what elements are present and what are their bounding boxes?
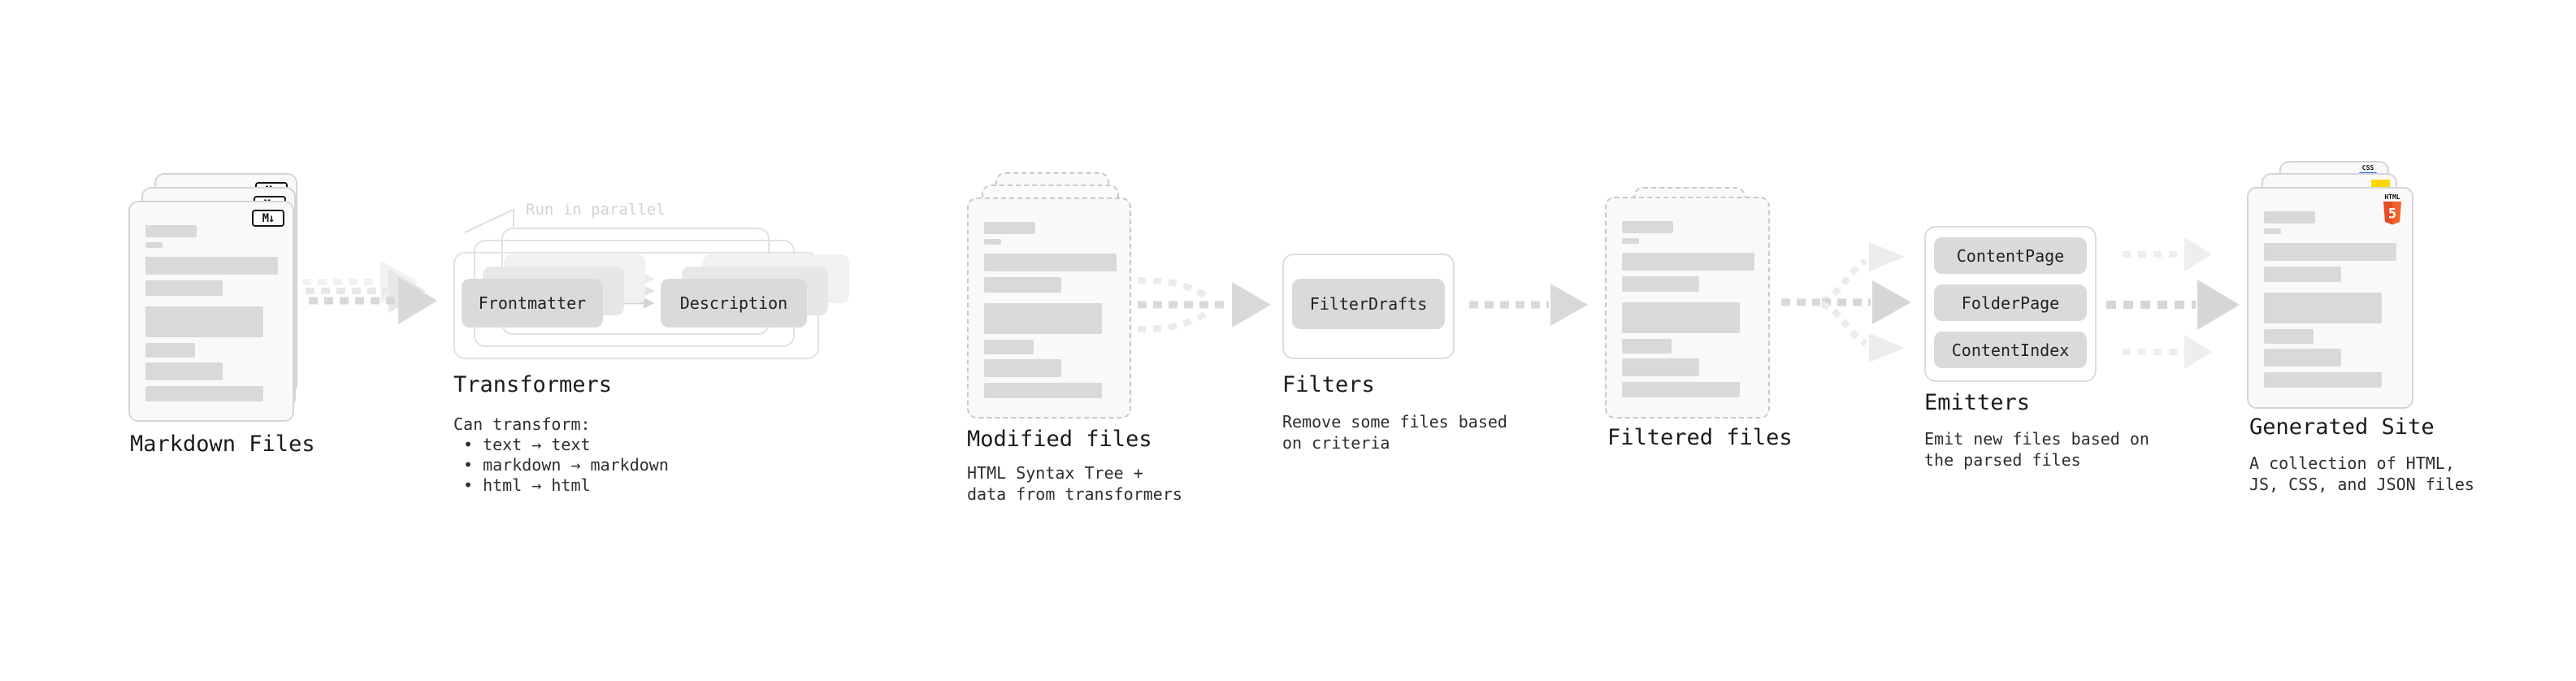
arrow-filters-to-filtered — [1469, 284, 1588, 326]
run-in-parallel-callout-line — [464, 208, 514, 233]
parallel-mini-arrows — [611, 273, 655, 309]
arrow-emitters-to-generated — [2106, 237, 2240, 369]
arrow-filtered-to-emitters — [1781, 242, 1911, 362]
arrow-modified-to-filters — [1137, 277, 1271, 332]
arrow-markdown-to-transformers — [302, 260, 437, 324]
